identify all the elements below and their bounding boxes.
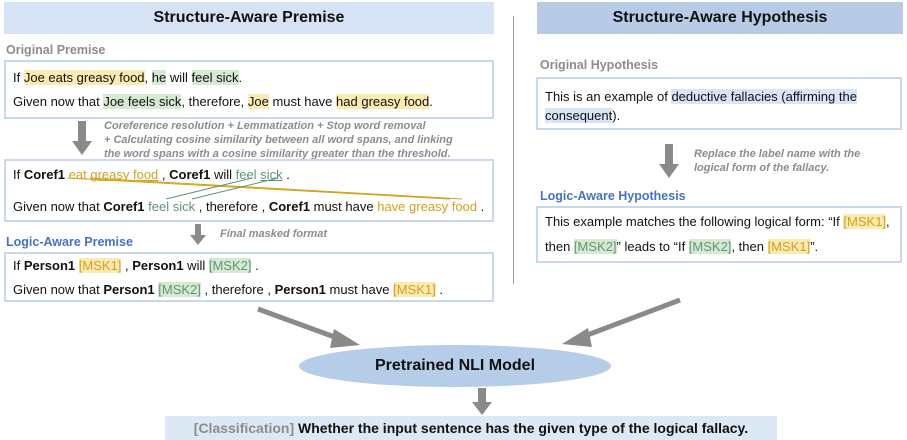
classification-prefix: [Classification] — [193, 420, 295, 436]
down-arrow-icon — [659, 144, 679, 178]
classification-text: Whether the input sentence has the given… — [294, 420, 749, 436]
logic-aware-premise-label: Logic-Aware Premise — [6, 235, 133, 249]
logic-aware-hypothesis-box: This example matches the following logic… — [536, 206, 902, 263]
original-premise-box: If Joe eats greasy food, he will feel si… — [4, 60, 494, 119]
processed-premise-box: If Coref1 eat greasy food , Coref1 will … — [4, 159, 494, 222]
original-hypothesis-label: Original Hypothesis — [540, 58, 659, 72]
down-arrow-icon — [472, 388, 492, 415]
left-panel-title: Structure-Aware Premise — [4, 2, 494, 34]
logic-aware-premise-box: If Person1 [MSK1] , Person1 will [MSK2] … — [4, 252, 494, 302]
original-hypothesis-box: This is an example of deductive fallacie… — [536, 77, 902, 130]
logic-aware-hypothesis-line-2: then [MSK2]” leads to “If [MSK2], then [… — [545, 239, 819, 254]
hypothesis-note: Replace the label name with the logical … — [694, 148, 861, 174]
panel-divider — [513, 16, 514, 284]
final-format-note: Final masked format — [220, 228, 327, 240]
down-arrow-icon — [72, 121, 92, 155]
original-premise-label: Original Premise — [6, 43, 106, 57]
right-panel-title: Structure-Aware Hypothesis — [537, 2, 903, 34]
down-arrow-icon — [190, 224, 206, 245]
nli-model: Pretrained NLI Model — [299, 345, 611, 387]
processed-premise-line-2: Given now that Coref1 feel sick , theref… — [13, 199, 485, 214]
logic-aware-hypothesis-line-1: This example matches the following logic… — [545, 214, 890, 229]
classification-output: [Classification] Whether the input sente… — [165, 416, 777, 440]
preprocessing-note: Coreference resolution + Lemmatization +… — [104, 120, 453, 160]
original-hypothesis-text: This is an example of deductive fallacie… — [545, 89, 857, 123]
logic-aware-hypothesis-label: Logic-Aware Hypothesis — [540, 189, 686, 203]
similarity-links — [67, 177, 463, 200]
original-premise-line-2: Given now that Joe feels sick, therefore… — [13, 94, 433, 109]
original-premise-line-1: If Joe eats greasy food, he will feel si… — [13, 70, 243, 85]
processed-premise-line-1: If Coref1 eat greasy food , Coref1 will … — [13, 167, 290, 182]
logic-aware-premise-line-1: If Person1 [MSK1] , Person1 will [MSK2] … — [13, 258, 259, 273]
logic-aware-premise-line-2: Given now that Person1 [MSK2] , therefor… — [13, 282, 443, 297]
